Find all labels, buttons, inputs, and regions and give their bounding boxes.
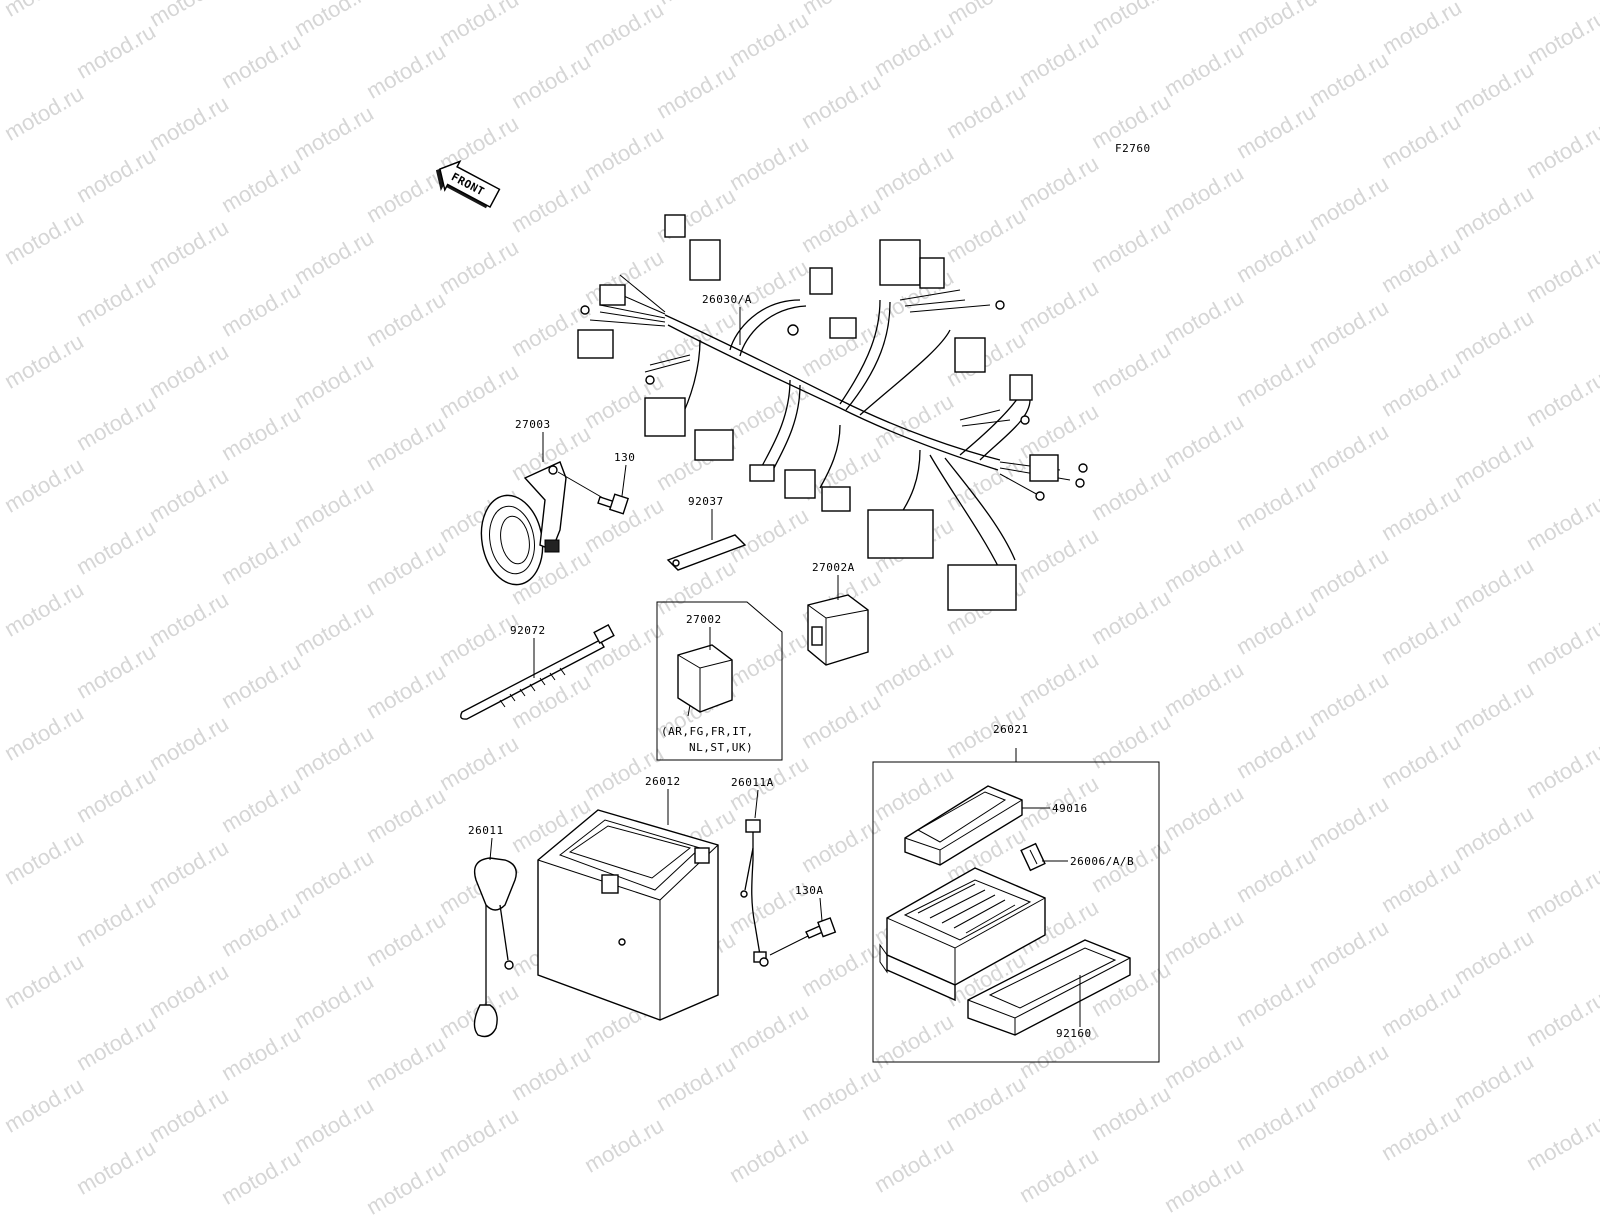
label-pad: 92160 [1056, 1027, 1092, 1040]
label-relay-a: 27002A [812, 561, 855, 574]
relay-a [807, 594, 869, 666]
label-tie: 92072 [510, 624, 546, 637]
wiring-harness [577, 214, 1088, 611]
leader-bolt-a [819, 897, 823, 922]
relay-group-frame [656, 601, 783, 761]
junction-box-body [879, 867, 1046, 1002]
battery-cable [473, 857, 517, 1038]
leader-bolt-horn [557, 471, 604, 499]
battery-cable-a [740, 819, 769, 967]
label-bolt: 130 [614, 451, 635, 464]
fuse [1020, 842, 1046, 872]
horn [480, 461, 567, 586]
figure-code: F2760 [1115, 142, 1151, 155]
cable-tie [460, 623, 615, 720]
bolt-a [805, 917, 837, 939]
label-fuse: 26006/A/B [1070, 855, 1134, 868]
relay-note-line-2: NL,ST,UK) [689, 741, 753, 754]
label-bolt-a: 130A [795, 884, 824, 897]
battery [537, 809, 719, 1021]
band [666, 534, 747, 571]
label-band: 92037 [688, 495, 724, 508]
leader-bolt [621, 464, 627, 497]
junction-box-cover [904, 785, 1023, 866]
leader-cable [489, 837, 493, 861]
label-junction-box: 26021 [993, 723, 1029, 736]
junction-box-pad [967, 939, 1131, 1036]
label-relay: 27002 [686, 613, 722, 626]
relay [677, 644, 733, 717]
label-horn: 27003 [515, 418, 551, 431]
label-cover: 49016 [1052, 802, 1088, 815]
label-battery: 26012 [645, 775, 681, 788]
leader-bolt-a-joint [769, 935, 809, 956]
front-arrow-icon: FRONT [435, 160, 501, 209]
relay-note-line-1: (AR,FG,FR,IT, [661, 725, 754, 738]
label-cable-a: 26011A [731, 776, 774, 789]
leader-cable-a [754, 789, 759, 819]
label-cable: 26011 [468, 824, 504, 837]
bolt [597, 493, 630, 515]
label-harness: 26030/A [702, 293, 752, 306]
